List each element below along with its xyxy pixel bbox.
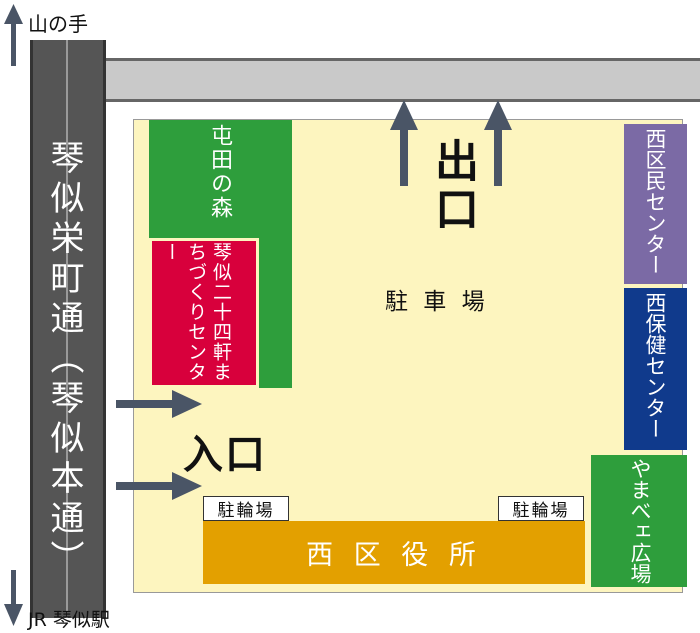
nishi-hoken-center-label: 西保健センター — [643, 292, 667, 439]
exit-label: 出口 — [427, 138, 478, 234]
main-road-label: 琴似栄町通（琴似本通） — [44, 140, 84, 580]
tonden-forest-label: 屯田の森 — [207, 124, 232, 220]
exit-arrow-left-icon — [390, 100, 418, 186]
arrow-down-jr-station-icon — [4, 570, 23, 626]
nishi-kumin-center-block — [624, 124, 687, 284]
road-center-line — [66, 40, 68, 618]
entrance-arrow-lower-icon — [116, 472, 202, 500]
entrance-label: 入口 — [183, 432, 267, 478]
exit-arrow-right-icon — [484, 100, 512, 186]
machizukuri-center-block — [149, 238, 259, 388]
nishi-hoken-center-block — [624, 288, 687, 450]
kotoni-sakaemachi-road — [30, 40, 106, 618]
yamabe-plaza-label: やまべェ広場 — [628, 458, 652, 584]
parking-label: 駐 車 場 — [385, 289, 489, 315]
yamabe-plaza-block — [591, 455, 687, 587]
nishi-kumin-center-label: 西区民センター — [643, 128, 667, 275]
entrance-arrow-upper-icon — [116, 390, 202, 418]
side-road — [106, 58, 700, 102]
arrow-up-yamanote-icon — [4, 4, 23, 66]
jr-kotoni-station-label: JR 琴似駅 — [28, 609, 110, 631]
nishi-ward-office: 西 区 役 所 — [203, 521, 585, 584]
bike-parking-right: 駐輪場 — [498, 496, 584, 521]
bike-parking-left: 駐輪場 — [203, 496, 289, 521]
yamanote-label: 山の手 — [28, 12, 88, 36]
machizukuri-center-label: 琴似二十四軒まちづくりセンター — [160, 242, 232, 382]
